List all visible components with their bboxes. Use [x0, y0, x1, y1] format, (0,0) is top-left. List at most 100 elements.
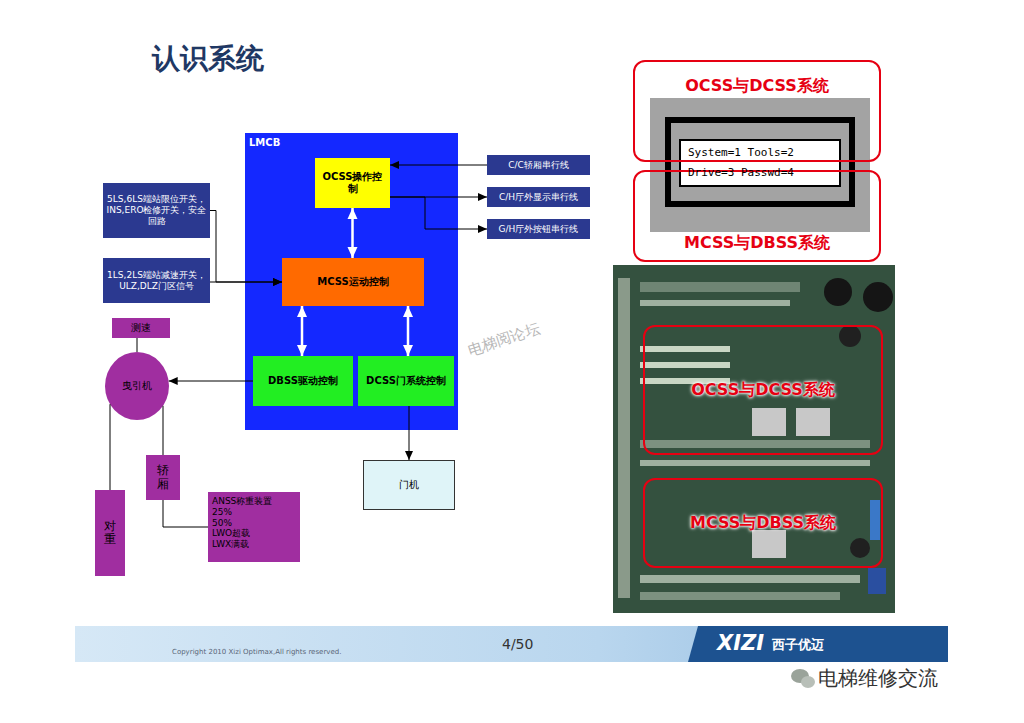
pcb-leds [640, 362, 730, 368]
node-text: DBSS驱动控制 [268, 375, 338, 387]
traction-machine: 曳引机 [105, 352, 169, 420]
copyright-note: Copyright 2010 Xizi Optimax,All rights r… [172, 648, 341, 656]
node-text: 1LS,2LS端站减速开关，ULZ,DLZ门区信号 [106, 270, 207, 292]
connector [390, 197, 487, 198]
connector [169, 381, 253, 382]
connector [163, 406, 164, 455]
text-group: 门机 [399, 479, 419, 491]
pcb-switch [870, 500, 880, 540]
connector [409, 406, 410, 460]
brand-logo: XIZI [717, 631, 764, 656]
connector [301, 306, 304, 356]
text-group: DCSS门系统控制 [366, 375, 446, 387]
text-group: 测速 [131, 322, 151, 334]
text-group: C/C轿厢串行线 [508, 160, 569, 171]
text-group: 轿厢 [157, 464, 169, 490]
screen-display [680, 140, 840, 186]
screen-text: System=1 Tools=2 [688, 146, 794, 159]
node-text: C/C轿厢串行线 [508, 160, 569, 171]
text-group: MCSS与DBSS系统 [684, 233, 830, 252]
process-box: MCSS运动控制 [282, 258, 424, 306]
pcb-capacitor [824, 278, 852, 306]
pcb-port [868, 568, 886, 594]
connector [210, 211, 282, 283]
connector [390, 165, 487, 166]
text-group: G/H厅外按钮串行线 [499, 224, 579, 235]
text-group: 曳引机 [122, 380, 152, 392]
controller-board: LMCB OCSS操作控制 MCSS运动控制 DBSS驱动控制 DCSS门系统控制 [245, 133, 458, 430]
screen-frame [668, 120, 852, 204]
connector [110, 404, 111, 490]
brand-name: 西子优迈 [772, 637, 824, 653]
node-text: 轿厢 [157, 464, 169, 490]
pcb-header [640, 282, 800, 292]
door-operator-box: 门机 [363, 460, 455, 510]
node-text: 门机 [399, 479, 419, 491]
pcb-chip [752, 530, 786, 558]
text-group: DBSS驱动控制 [268, 375, 338, 387]
text-group: 1LS,2LS端站减速开关，ULZ,DLZ门区信号 [106, 270, 207, 292]
text-group: OCSS与DCSS系统 [691, 380, 835, 399]
process-box: DBSS驱动控制 [253, 356, 353, 406]
text-group: C/H厅外显示串行线 [499, 192, 578, 203]
pcb-capacitor [850, 538, 870, 558]
text-group: OCSS操作控制 [318, 171, 387, 195]
node-text: ANSS称重装置 [212, 496, 272, 507]
node-text: MCSS运动控制 [317, 276, 388, 288]
connector [137, 338, 138, 352]
signal-box: C/C轿厢串行线 [487, 155, 590, 175]
node-text: 测速 [131, 322, 151, 334]
callout-box: OCSS与DCSS系统 [643, 325, 883, 455]
node-text: MCSS与DBSS系统 [684, 233, 830, 252]
pcb-leds [640, 346, 730, 352]
screen-ground [650, 98, 870, 232]
pcb-capacitor [839, 325, 861, 347]
input-box: 1LS,2LS端站减速开关，ULZ,DLZ门区信号 [103, 258, 210, 303]
page-number: 4/50 [502, 636, 533, 653]
node-text: OCSS与DCSS系统 [685, 76, 829, 95]
callout-box: MCSS与DBSS系统 [643, 478, 883, 568]
node-text: 50% [212, 518, 272, 529]
process-box: DCSS门系统控制 [358, 356, 454, 406]
slide-title: 认识系统 [152, 40, 264, 78]
connector [407, 306, 410, 356]
text-group: MCSS与DBSS系统 [690, 513, 836, 532]
text-group: MCSS运动控制 [317, 276, 388, 288]
connector [390, 197, 487, 229]
screen-text: Drive=3 Passwd=4 [688, 166, 794, 179]
pcb-header [640, 440, 870, 448]
process-box: OCSS操作控制 [315, 158, 390, 208]
node-text: 对重 [104, 520, 116, 546]
pcb-resistors [640, 300, 790, 306]
node-text: C/H厅外显示串行线 [499, 192, 578, 203]
signal-box: G/H厅外按钮串行线 [487, 219, 590, 239]
text-group: OCSS与DCSS系统 [685, 76, 829, 95]
pcb-header [640, 592, 840, 600]
node-text: DCSS门系统控制 [366, 375, 446, 387]
weighing-box: ANSS称重装置25%50%LWO超载LWX满载 [208, 492, 300, 562]
footer-band [75, 626, 948, 662]
node-text: LWX满载 [212, 539, 272, 550]
machine-circle [105, 352, 169, 420]
pcb-resistors [640, 460, 870, 466]
node-text: 5LS,6LS端站限位开关，INS,ERO检修开关，安全回路 [106, 194, 207, 226]
text-group: ANSS称重装置25%50%LWO超载LWX满载 [212, 496, 272, 550]
input-box: 5LS,6LS端站限位开关，INS,ERO检修开关，安全回路 [103, 183, 210, 238]
car-box: 轿厢 [146, 455, 180, 500]
pcb-header [640, 575, 860, 583]
text-group: 5LS,6LS端站限位开关，INS,ERO检修开关，安全回路 [106, 194, 207, 226]
node-text: OCSS与DCSS系统 [691, 380, 835, 399]
text-group: 对重 [104, 520, 116, 546]
footer-logo-band [688, 626, 948, 662]
node-text: MCSS与DBSS系统 [690, 513, 836, 532]
node-text: LWO超载 [212, 528, 272, 539]
watermark: 电梯阅论坛 [465, 319, 542, 359]
watermark: 电梯维修交流 [818, 666, 938, 690]
node-text: OCSS操作控制 [318, 171, 387, 195]
connector [210, 282, 282, 283]
pcb-chip [752, 408, 786, 436]
signal-box: C/H厅外显示串行线 [487, 187, 590, 207]
node-text: LMCB [249, 137, 280, 149]
pcb-capacitor [863, 282, 893, 312]
